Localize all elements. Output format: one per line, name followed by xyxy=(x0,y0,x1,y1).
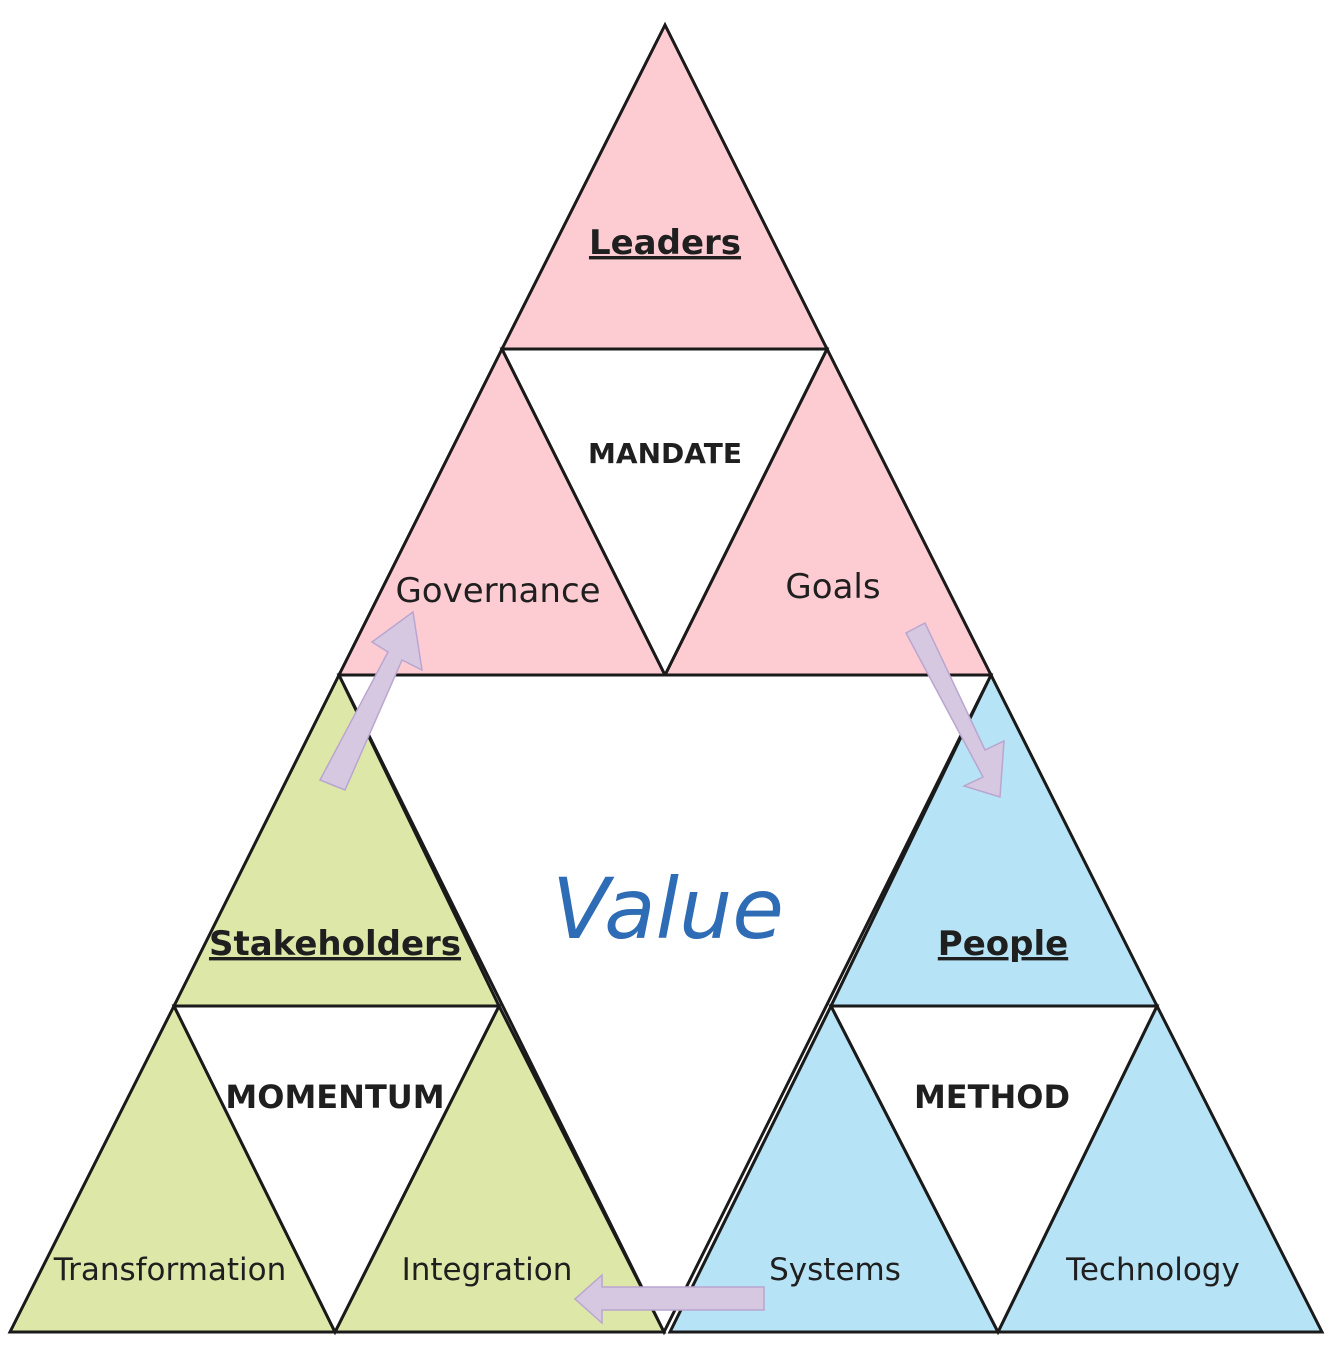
momentum-triangle xyxy=(171,1004,502,1336)
method-label: METHOD xyxy=(914,1078,1070,1116)
governance-label: Governance xyxy=(395,571,600,611)
top-apex-triangle xyxy=(499,21,830,351)
mandate-triangle xyxy=(499,347,830,679)
integration-label: Integration xyxy=(402,1252,573,1288)
goals-label: Goals xyxy=(785,567,880,607)
value-label: Value xyxy=(552,860,784,958)
technology-label: Technology xyxy=(1065,1252,1240,1288)
momentum-label: MOMENTUM xyxy=(225,1078,444,1116)
leaders-title: Leaders xyxy=(589,223,741,263)
mandate-label: MANDATE xyxy=(588,437,742,470)
value-triangle xyxy=(336,673,994,1336)
transformation-label: Transformation xyxy=(53,1252,287,1288)
arrow-goals-to-people xyxy=(904,621,1005,798)
method-triangle xyxy=(828,1004,1160,1336)
arrow-systems-to-integration xyxy=(573,1273,765,1325)
arrow-stakeholders-to-governance xyxy=(318,610,423,791)
people-title: People xyxy=(938,924,1068,964)
systems-label: Systems xyxy=(769,1252,901,1288)
stakeholders-title: Stakeholders xyxy=(209,924,461,964)
